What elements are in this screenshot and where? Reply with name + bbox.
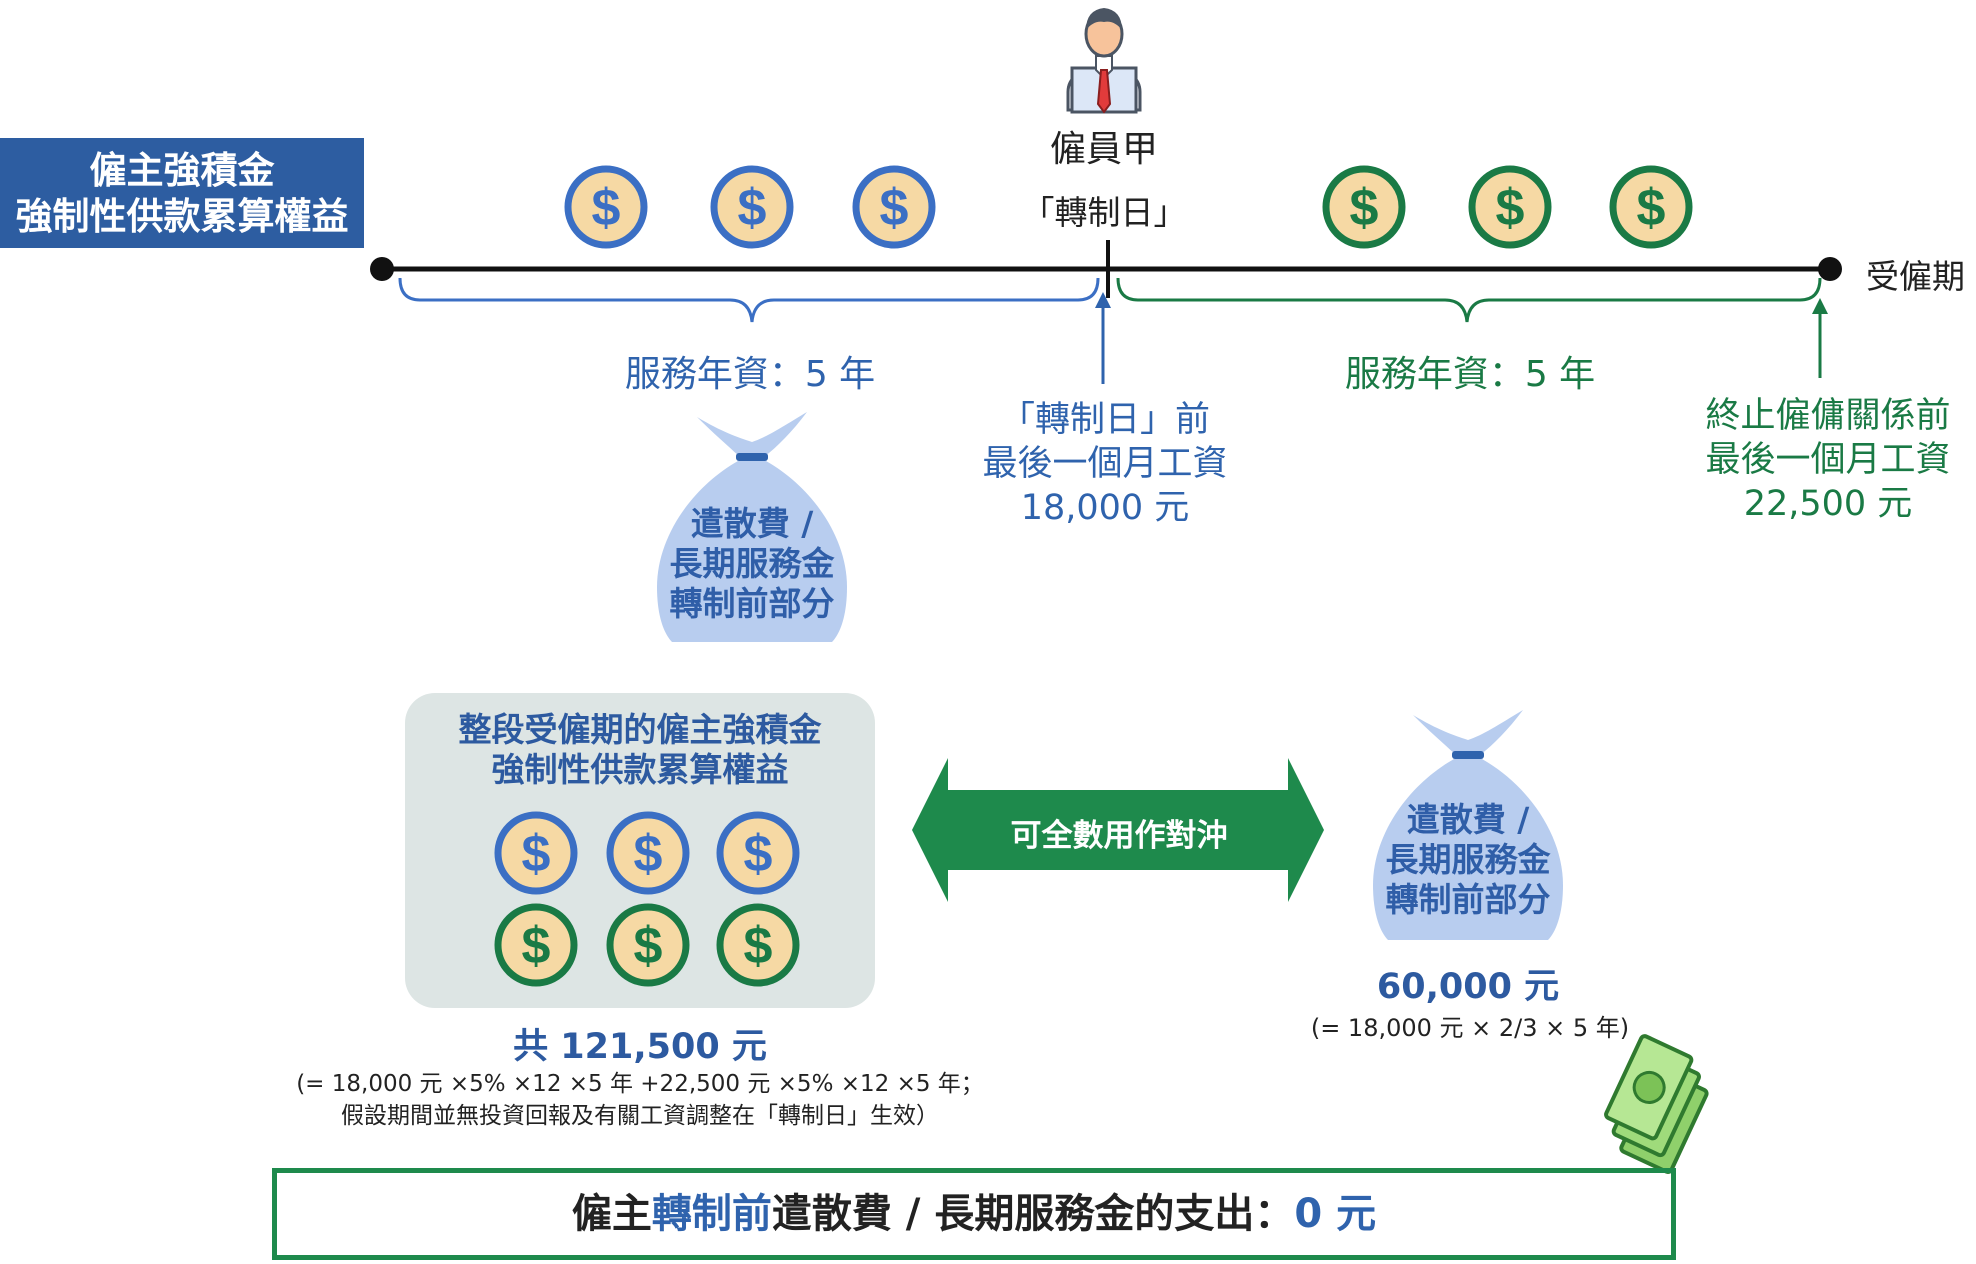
bag-line2: 長期服務金: [1385, 840, 1551, 879]
businessman-icon: [1066, 8, 1142, 114]
summary-highlight: 轉制前: [651, 1191, 772, 1237]
employee-name: 僱員甲: [1049, 129, 1158, 170]
right-bag-label: 遣散費 / 長期服務金 轉制前部分: [1348, 800, 1588, 920]
timeline-end-dot: [1818, 257, 1842, 281]
wage-line1: 終止僱傭關係前: [1705, 396, 1951, 436]
bag-line1: 遣散費 /: [1406, 800, 1530, 839]
wage-amount: 18,000 元: [1020, 488, 1190, 528]
total-amount: 共 121,500 元: [513, 1027, 767, 1067]
total-formula: (= 18,000 元 ×5% ×12 ×5 年 +22,500 元 ×5% ×…: [270, 1068, 1010, 1132]
right-period-brace: [1116, 277, 1822, 323]
cash-stack-icon: [1604, 1034, 1709, 1174]
title-line2: 強制性供款累算權益: [15, 195, 349, 238]
dollar-coin-icon: [568, 169, 644, 245]
dollar-coin-icon: [610, 907, 686, 983]
transition-label: 「轉制日」: [1021, 193, 1187, 232]
right-bag-formula: (= 18,000 元 × 2/3 × 5 年): [1310, 1014, 1630, 1042]
bag-line2: 長期服務金: [669, 544, 835, 583]
before-transition-wage: 「轉制日」前 最後一個月工資 18,000 元: [940, 398, 1270, 530]
bag-line3: 轉制前部分: [1385, 880, 1551, 919]
summary-suffix: 遣散費 / 長期服務金的支出：: [771, 1191, 1295, 1237]
title-box: 僱主強積金 強制性供款累算權益: [0, 138, 364, 248]
formula-line2: 假設期間並無投資回報及有關工資調整在「轉制日」生效）: [341, 1103, 939, 1129]
mpf-line1: 整段受僱期的僱主強積金: [458, 710, 822, 749]
dollar-coin-icon: [714, 169, 790, 245]
right-bag-amount: 60,000 元: [1376, 967, 1560, 1007]
top-bag-label: 遣散費 / 長期服務金 轉制前部分: [632, 504, 872, 624]
mpf-line2: 強制性供款累算權益: [491, 750, 789, 789]
wage-line2: 最後一個月工資: [1705, 440, 1951, 480]
right-service-label: 服務年資：5 年: [1344, 354, 1596, 395]
dollar-coin-icon: [1472, 169, 1548, 245]
dollar-coin-icon: [498, 907, 574, 983]
title-line1: 僱主強積金: [89, 149, 275, 192]
dollar-coin-icon: [720, 907, 796, 983]
before-termination-wage: 終止僱傭關係前 最後一個月工資 22,500 元: [1680, 394, 1976, 526]
mpf-panel-title: 整段受僱期的僱主強積金 強制性供款累算權益: [405, 710, 875, 790]
bag-line1: 遣散費 /: [690, 504, 814, 543]
timeline-start-dot: [370, 257, 394, 281]
offset-double-arrow: [912, 758, 1324, 902]
summary-value: 0 元: [1294, 1191, 1377, 1237]
wage-line2: 最後一個月工資: [982, 444, 1228, 484]
summary-prefix: 僱主: [571, 1191, 652, 1237]
bag-line3: 轉制前部分: [669, 584, 835, 623]
dollar-coin-icon: [610, 815, 686, 891]
dollar-coin-icon: [498, 815, 574, 891]
timeline-end-label: 受僱期: [1866, 257, 1965, 296]
wage-amount: 22,500 元: [1743, 484, 1913, 524]
dollar-coin-icon: [1326, 169, 1402, 245]
offset-label: 可全數用作對沖: [1010, 818, 1228, 854]
left-service-label: 服務年資：5 年: [624, 354, 876, 395]
dollar-coin-icon: [1613, 169, 1689, 245]
dollar-coin-icon: [856, 169, 932, 245]
dollar-coin-icon: [720, 815, 796, 891]
formula-line1: (= 18,000 元 ×5% ×12 ×5 年 +22,500 元 ×5% ×…: [296, 1071, 984, 1097]
left-period-brace: [398, 277, 1100, 323]
wage-line1: 「轉制日」前: [999, 400, 1210, 440]
summary-box: 僱主轉制前遣散費 / 長期服務金的支出：0 元: [272, 1168, 1676, 1260]
